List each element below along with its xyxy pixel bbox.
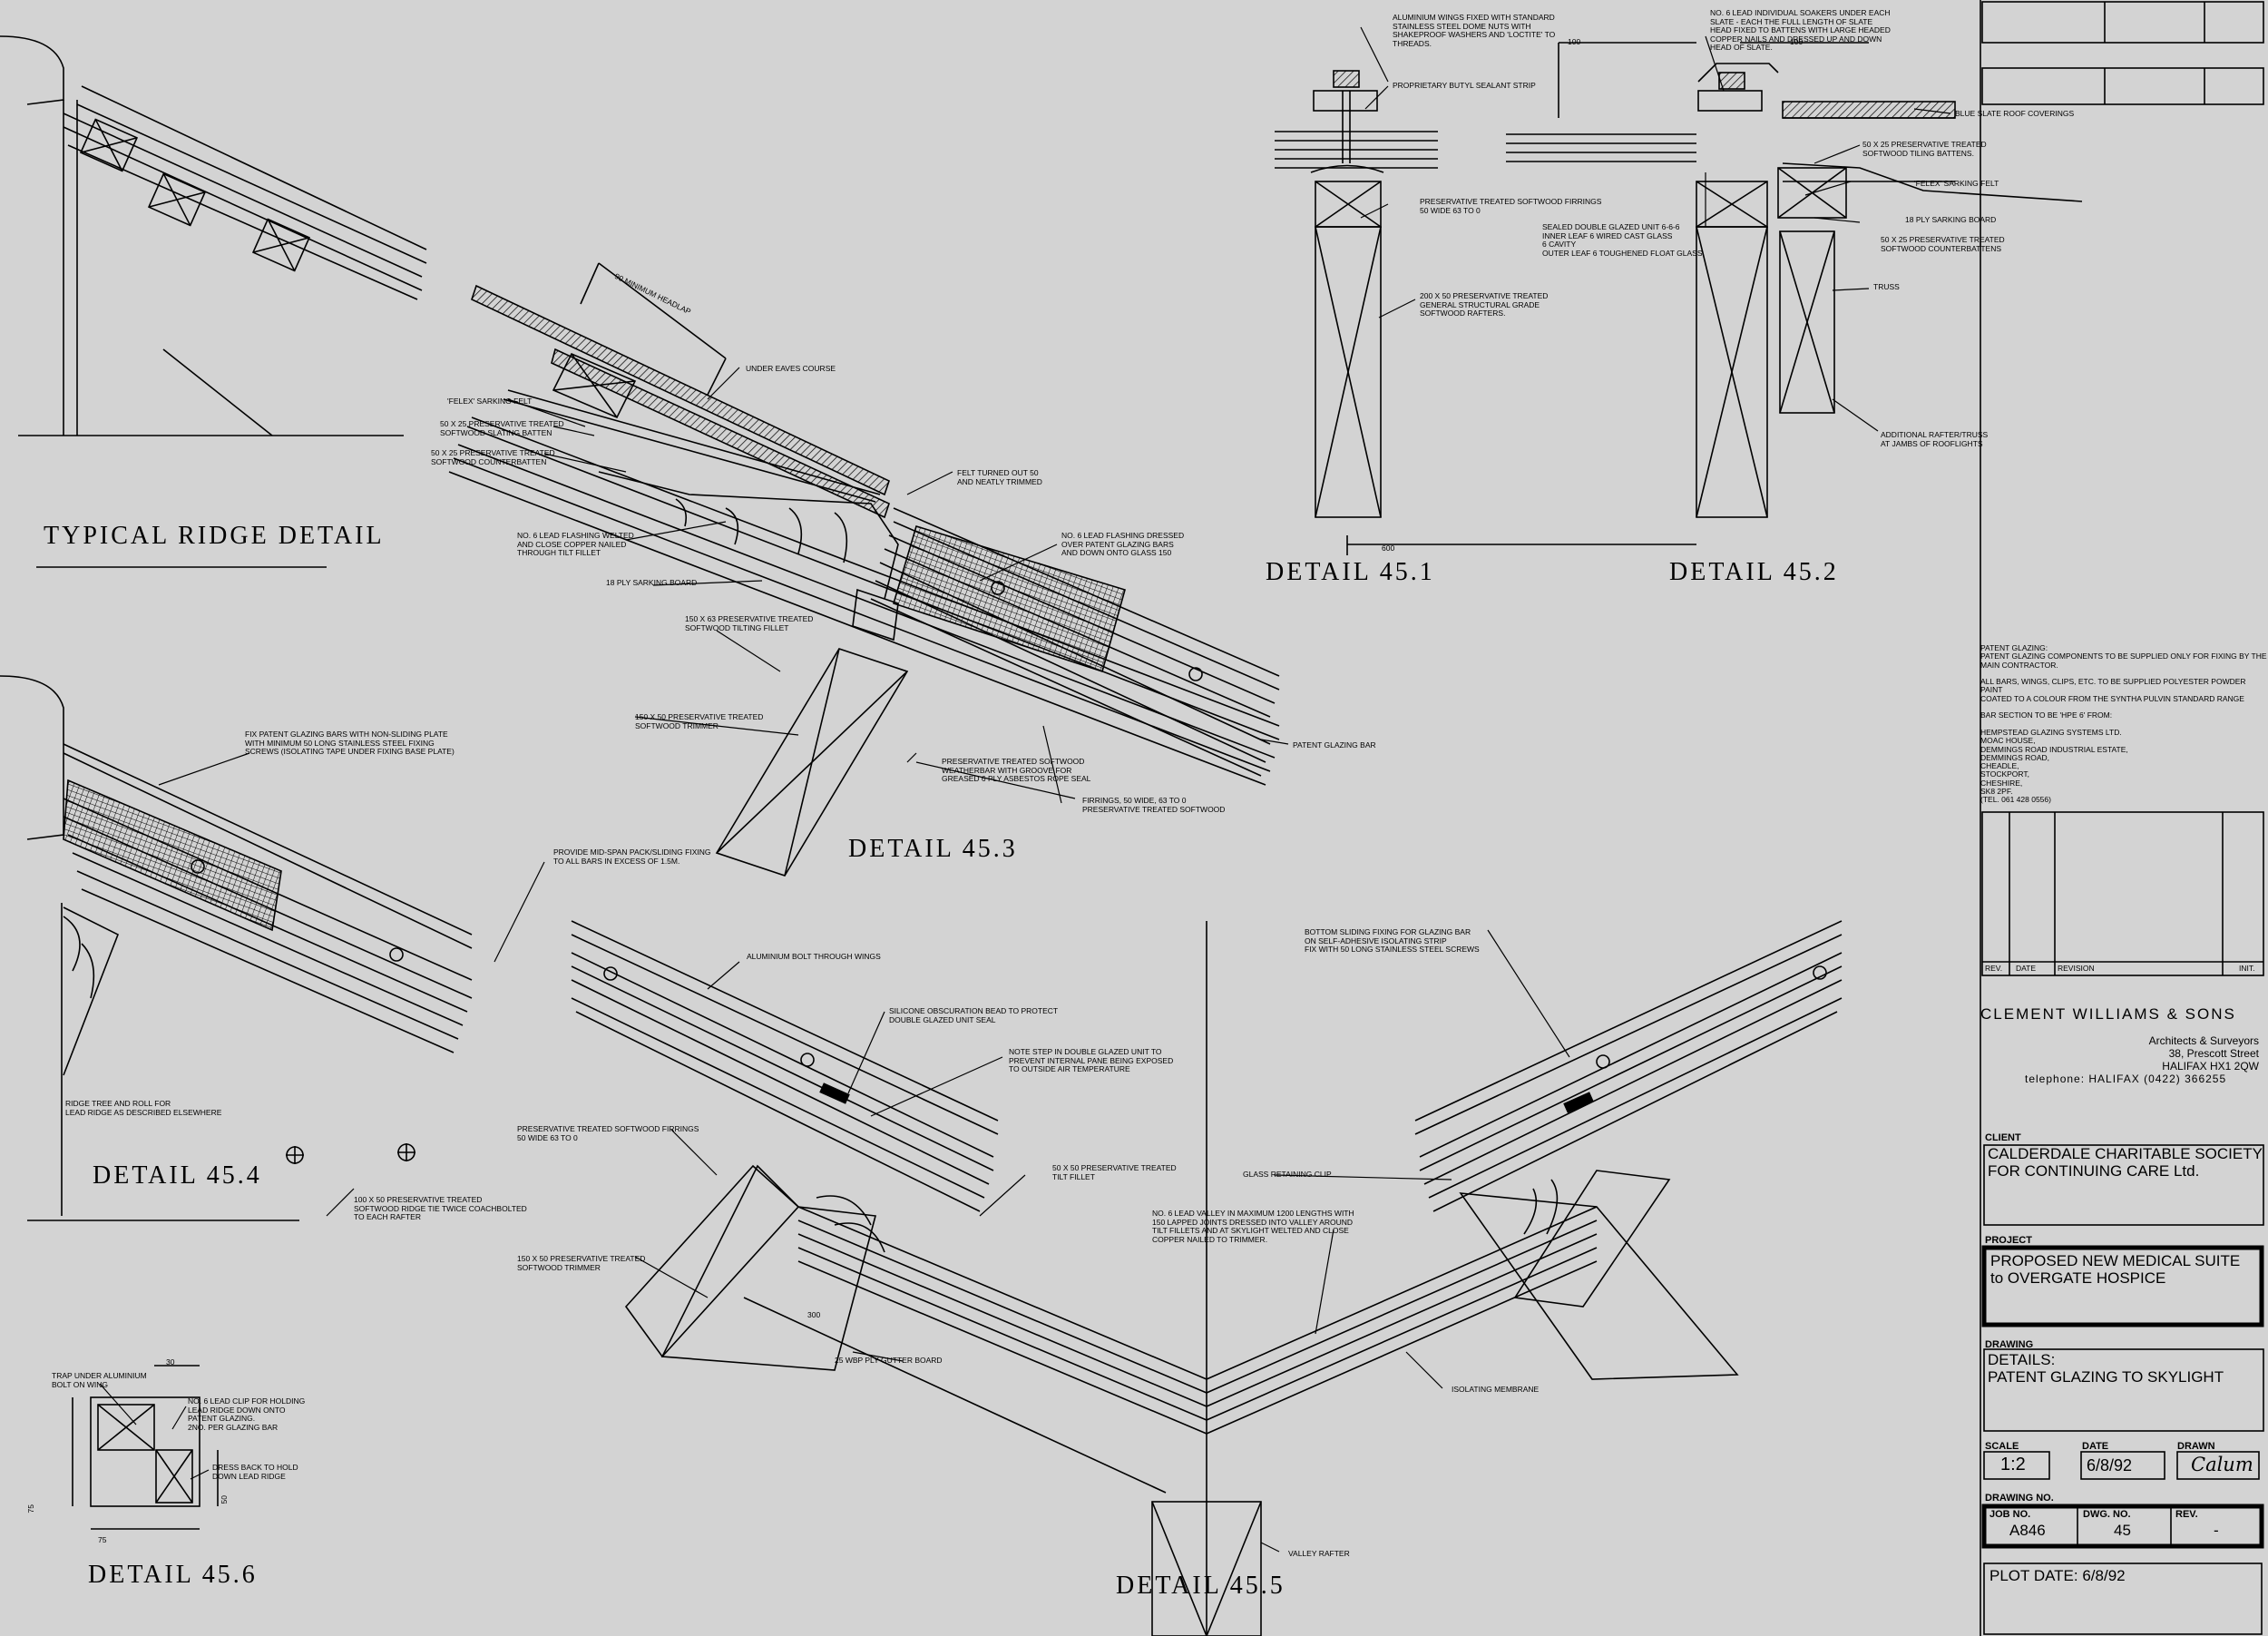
job-number-label: JOB No. <box>1989 1509 2031 1520</box>
note-firrings-45-1: PRESERVATIVE TREATED SOFTWOOD FIRRINGS 5… <box>1420 197 1602 215</box>
leader-lines <box>99 26 1951 1553</box>
note-firrings-45-5: PRESERVATIVE TREATED SOFTWOOD FIRRINGS 5… <box>517 1124 699 1142</box>
detail-45-2-drawing <box>1506 42 2083 518</box>
note-additional-rafter: ADDITIONAL RAFTER/TRUSS AT JAMBS OF ROOF… <box>1881 430 1989 448</box>
detail-45-6-drawing <box>72 1365 219 1530</box>
note-ridge-tie: 100 x 50 PRESERVATIVE TREATED SOFTWOOD R… <box>354 1195 527 1221</box>
firm-name: CLEMENT WILLIAMS & SONS <box>1980 1005 2236 1023</box>
dimension-30: 30 <box>166 1357 175 1367</box>
rev-value: - <box>2214 1522 2219 1539</box>
scale-label: SCALE <box>1985 1441 2019 1452</box>
dimension-300: 300 <box>807 1310 821 1319</box>
firm-telephone: telephone: HALIFAX (0422) 366255 <box>2025 1073 2227 1085</box>
note-ply-sarking-45-3: 18 PLY SARKING BOARD <box>606 578 698 587</box>
note-weatherbar: PRESERVATIVE TREATED SOFTWOOD WEATHERBAR… <box>942 757 1091 783</box>
note-lead-flashing-welted: No. 6 LEAD FLASHING WELTED AND CLOSE COP… <box>517 531 634 557</box>
note-ridge-tree: RIDGE TREE AND ROLL FOR LEAD RIDGE AS DE… <box>65 1099 222 1117</box>
detail-45-3-title: DETAIL 45.3 <box>848 835 1018 863</box>
drawing-number-label: DRAWING No. <box>1985 1493 2054 1504</box>
dimension-100-left: 100 <box>1568 37 1581 46</box>
drawn-label: DRAWN <box>2177 1441 2215 1452</box>
note-trimmer-45-3: 150 x 50 PRESERVATIVE TREATED SOFTWOOD T… <box>635 712 764 730</box>
detail-45-2-title: DETAIL 45.2 <box>1669 558 1839 586</box>
note-fix-glazing-bars: FIX PATENT GLAZING BARS WITH NON-SLIDING… <box>245 730 455 756</box>
note-lead-flashing-dressed: No. 6 LEAD FLASHING DRESSED OVER PATENT … <box>1061 531 1185 557</box>
note-mid-span-fixing: PROVIDE MID-SPAN PACK/SLIDING FIXING TO … <box>553 847 711 866</box>
note-tilting-fillet: 150 x 63 PRESERVATIVE TREATED SOFTWOOD T… <box>685 614 814 632</box>
plot-date: PLOT DATE: 6/8/92 <box>1989 1567 2126 1584</box>
dimension-75-horizontal: 75 <box>98 1535 107 1544</box>
note-lead-soakers: No. 6 LEAD INDIVIDUAL SOAKERS UNDER EACH… <box>1710 8 1891 52</box>
note-blue-slate: BLUE SLATE ROOF COVERINGS <box>1955 109 2075 118</box>
note-ply-sarking-45-2: 18 PLY SARKING BOARD <box>1905 215 1997 224</box>
note-isolating-membrane: ISOLATING MEMBRANE <box>1452 1385 1540 1394</box>
client-name: CALDERDALE CHARITABLE SOCIETY FOR CONTIN… <box>1988 1145 2263 1180</box>
dwg-number-label: DWG. No. <box>2083 1509 2131 1520</box>
drawing-title: DETAILS: PATENT GLAZING TO SKYLIGHT <box>1988 1351 2224 1386</box>
note-double-glazed-unit: SEALED DOUBLE GLAZED UNIT 6-6-6 INNER LE… <box>1542 222 1703 258</box>
title-block-frame <box>1980 0 2264 1636</box>
note-lead-valley: No. 6 LEAD VALLEY IN MAXIMUM 1200 LENGTH… <box>1152 1209 1354 1244</box>
note-gutter-board: 25 WBP PLY GUTTER BOARD <box>835 1356 943 1365</box>
revision-header-revision: REVISION <box>2058 964 2095 973</box>
note-bottom-sliding-fixing: BOTTOM SLIDING FIXING FOR GLAZING BAR ON… <box>1305 927 1480 954</box>
note-truss: TRUSS <box>1873 282 1900 291</box>
dimension-50: 50 <box>219 1495 229 1504</box>
client-label: CLIENT <box>1985 1132 2021 1143</box>
typical-ridge-detail-title: TYPICAL RIDGE DETAIL <box>44 522 385 550</box>
note-glass-retaining-clip: GLASS RETAINING CLIP <box>1243 1170 1332 1179</box>
note-trimmer-45-5: 150 x 50 PRESERVATIVE TREATED SOFTWOOD T… <box>517 1254 646 1272</box>
note-counterbattens-45-2: 50 x 25 PRESERVATIVE TREATED SOFTWOOD CO… <box>1881 235 2005 253</box>
scale-value: 1:2 <box>2000 1455 2026 1474</box>
note-tilt-fillet: 50 x 50 PRESERVATIVE TREATED TILT FILLET <box>1052 1163 1177 1181</box>
detail-45-6-title: DETAIL 45.6 <box>88 1561 258 1589</box>
note-under-eaves: UNDER EAVES COURSE <box>746 364 836 373</box>
detail-45-1-drawing <box>1275 70 1696 555</box>
note-felex-felt-45-2: 'FELEX' SARKING FELT <box>1914 179 1999 188</box>
dimension-600: 600 <box>1382 544 1395 553</box>
note-trap-under-bolt: TRAP UNDER ALUMINIUM BOLT ON WING <box>52 1371 147 1389</box>
revision-header-init: INIT. <box>2239 964 2255 973</box>
drawn-signature: Calum <box>2191 1454 2253 1475</box>
note-butyl-sealant: PROPRIETARY BUTYL SEALANT STRIP <box>1393 81 1536 90</box>
ridge-detail-drawing <box>0 35 427 568</box>
note-aluminium-bolt: ALUMINIUM BOLT THROUGH WINGS <box>747 952 881 961</box>
note-counterbatten-45-3: 50 x 25 PRESERVATIVE TREATED SOFTWOOD CO… <box>431 448 555 466</box>
note-tiling-battens: 50 x 25 PRESERVATIVE TREATED SOFTWOOD TI… <box>1862 140 1987 158</box>
revision-header-date: DATE <box>2016 964 2037 973</box>
dwg-number: 45 <box>2114 1522 2131 1539</box>
note-silicone-bead: SILICONE OBSCURATION BEAD TO PROTECT DOU… <box>889 1006 1059 1024</box>
revision-header-rev: REV. <box>1985 964 2003 973</box>
dimension-75-vertical: 75 <box>25 1504 35 1514</box>
project-label: PROJECT <box>1985 1235 2032 1246</box>
detail-45-1-title: DETAIL 45.1 <box>1266 558 1435 586</box>
note-felt-turned-out: FELT TURNED OUT 50 AND NEATLY TRIMMED <box>957 468 1042 486</box>
date-label: DATE <box>2082 1441 2109 1452</box>
firm-address: Architects & Surveyors 38, Prescott Stre… <box>2148 1034 2259 1073</box>
note-felex-felt-45-3: 'FELEX' SARKING FELT <box>447 397 533 406</box>
note-dress-back: DRESS BACK TO HOLD DOWN LEAD RIDGE <box>212 1463 298 1481</box>
detail-45-5-drawing <box>571 920 1843 1636</box>
detail-45-5-title: DETAIL 45.5 <box>1116 1572 1286 1600</box>
note-rafters: 200 x 50 PRESERVATIVE TREATED GENERAL ST… <box>1420 291 1549 318</box>
detail-45-4-drawing <box>0 675 473 1221</box>
note-patent-glazing-bar: PATENT GLAZING BAR <box>1293 740 1376 749</box>
note-lead-clip: No. 6 LEAD CLIP FOR HOLDING LEAD RIDGE D… <box>188 1396 306 1432</box>
note-firrings-45-3: FIRRINGS, 50 WIDE, 63 TO 0 PRESERVATIVE … <box>1082 796 1226 814</box>
rev-label: REV. <box>2175 1509 2198 1520</box>
dimension-100-right: 100 <box>1790 37 1804 46</box>
date-value: 6/8/92 <box>2087 1456 2133 1474</box>
note-step-in-unit: NOTE STEP IN DOUBLE GLAZED UNIT TO PREVE… <box>1009 1047 1174 1073</box>
note-slating-batten: 50 x 25 PRESERVATIVE TREATED SOFTWOOD SL… <box>440 419 564 437</box>
note-patent-glazing-spec: PATENT GLAZING: PATENT GLAZING COMPONENT… <box>1980 643 2267 805</box>
project-name: PROPOSED NEW MEDICAL SUITE to OVERGATE H… <box>1990 1252 2241 1287</box>
note-aluminium-wings: ALUMINIUM WINGS FIXED WITH STANDARD STAI… <box>1393 13 1556 48</box>
note-valley-rafter: VALLEY RAFTER <box>1288 1549 1350 1558</box>
detail-45-3-drawing <box>448 262 1280 877</box>
detail-45-4-title: DETAIL 45.4 <box>93 1161 262 1190</box>
drawing-label: DRAWING <box>1985 1339 2034 1350</box>
job-number: A846 <box>2009 1522 2046 1539</box>
